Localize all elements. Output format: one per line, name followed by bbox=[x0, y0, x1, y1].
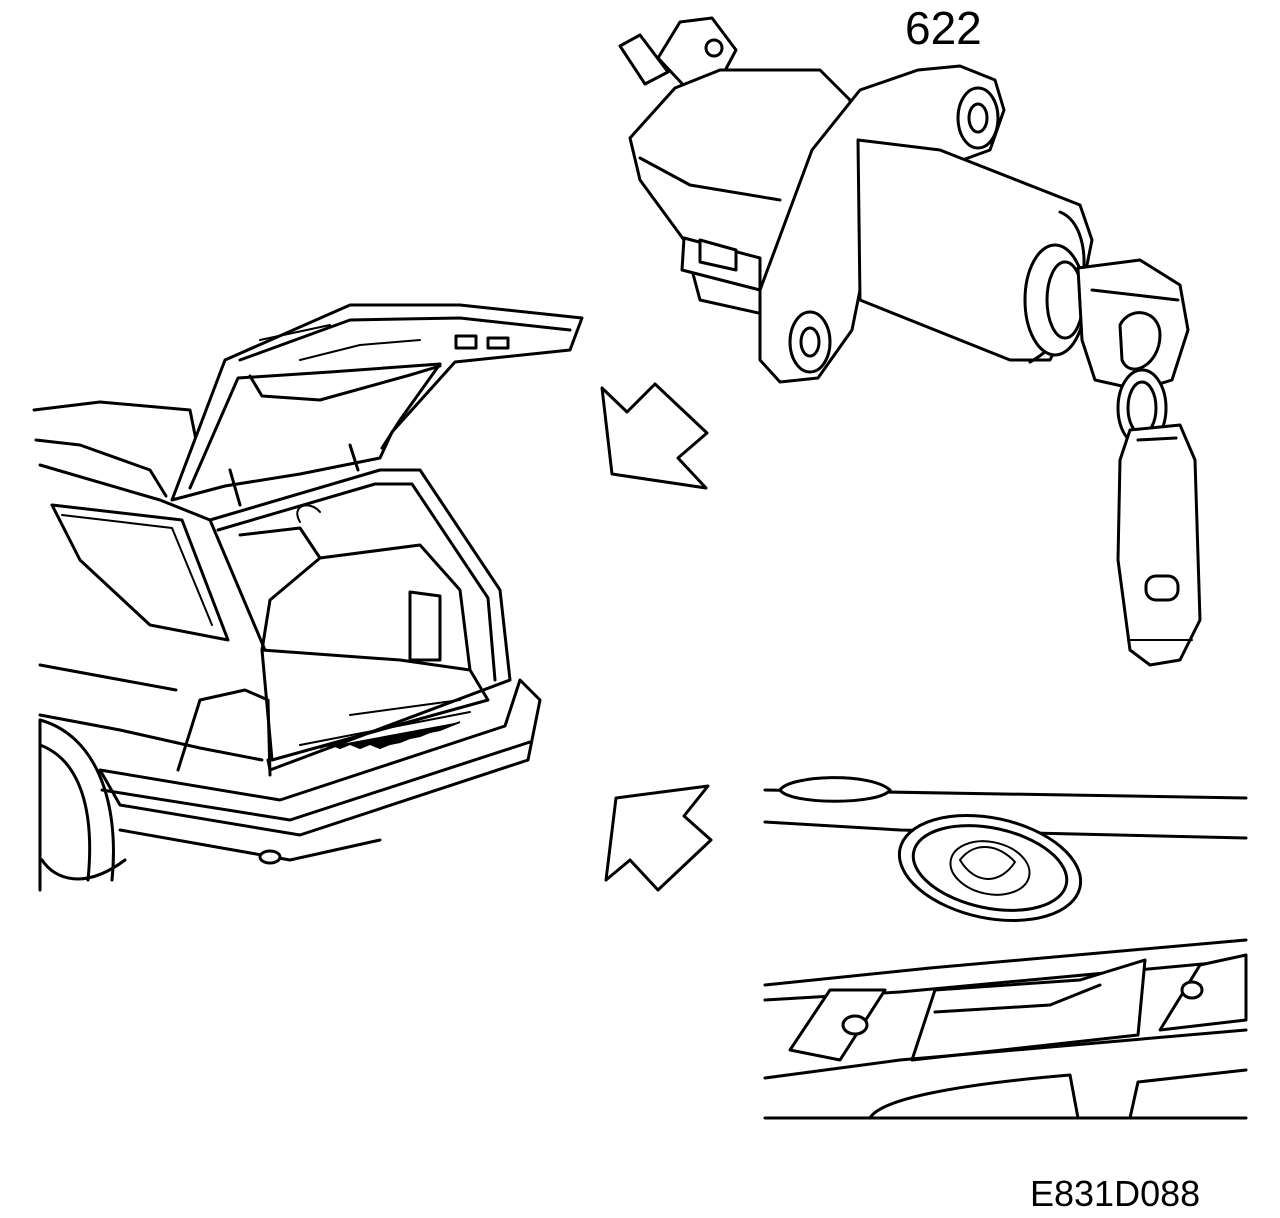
tailgate-panel-illustration bbox=[763, 776, 1248, 1120]
figure-code-label: E831D088 bbox=[1030, 1173, 1201, 1214]
pointer-arrow-lower bbox=[604, 784, 713, 892]
part-number-label: 622 bbox=[905, 2, 982, 54]
lock-cylinder-illustration bbox=[618, 16, 1202, 667]
car-illustration bbox=[32, 303, 584, 892]
pointer-arrow-upper bbox=[600, 382, 709, 490]
